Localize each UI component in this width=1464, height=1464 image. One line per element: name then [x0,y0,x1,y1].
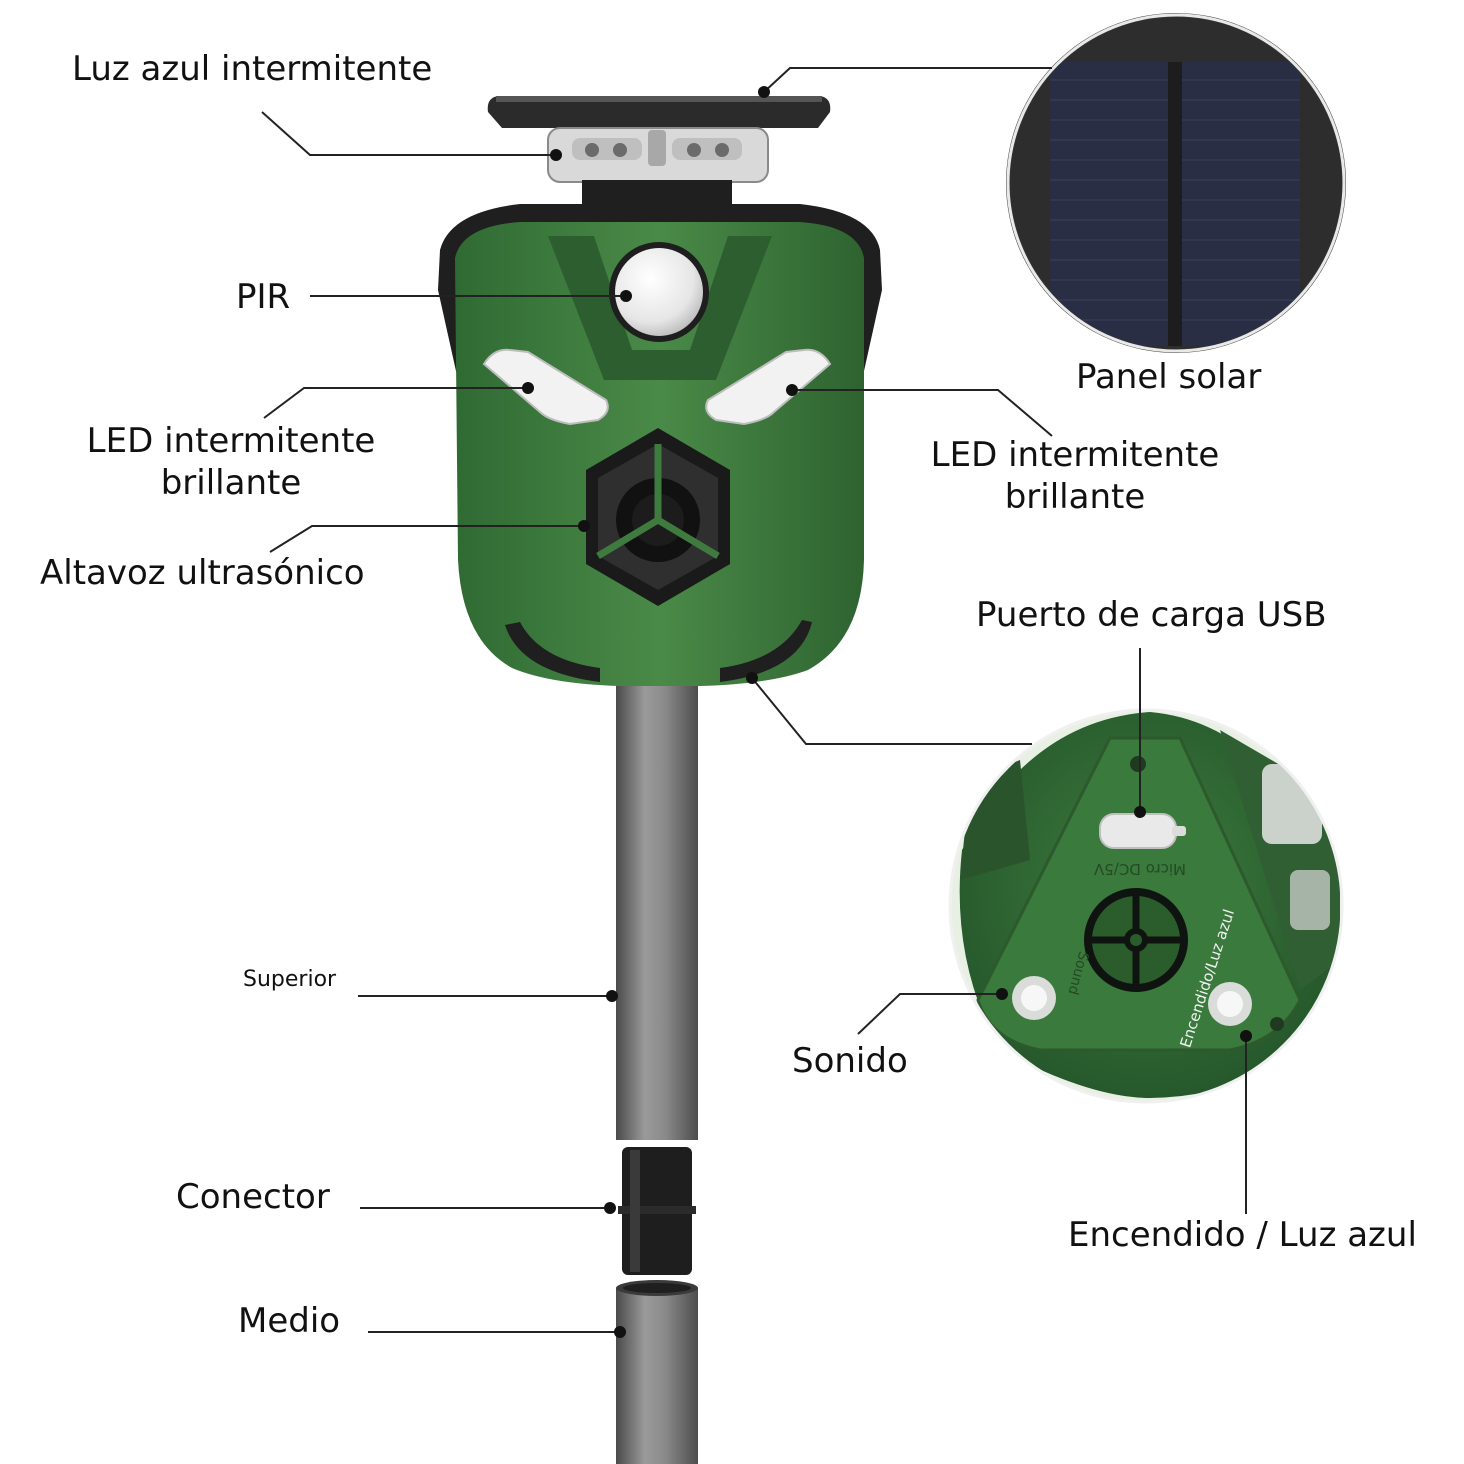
main-body [438,204,882,686]
label-led-right-line1: LED intermitente [930,435,1220,475]
label-power: Encendido / Luz azul [1068,1215,1417,1255]
solar-panel-closeup [1006,13,1346,353]
leader-led-left [263,387,528,419]
leader-sound [857,993,1002,1035]
leader-speaker [269,525,584,553]
label-blue-light: Luz azul intermitente [72,49,433,89]
leader-blue-light [261,111,556,156]
leader-bottom-view [751,677,1032,745]
pole-middle [616,1280,698,1464]
label-upper: Superior [243,967,337,992]
leader-solar-panel [763,67,1052,93]
leader-led-right [792,389,1053,437]
label-usb-port: Puerto de carga USB [976,595,1327,635]
leader-lines [261,67,1247,1333]
pole-connector [618,1147,696,1275]
label-led-left: LED intermitente brillante [76,420,386,504]
label-led-left-line2: brillante [160,463,302,503]
label-speaker: Altavoz ultrasónico [40,553,365,593]
solar-housing [487,96,831,204]
label-solar-panel: Panel solar [1076,357,1262,397]
bottom-view-closeup [948,708,1344,1104]
label-sound: Sonido [792,1041,908,1081]
leader-dots [522,86,1252,1338]
label-middle: Medio [238,1301,341,1341]
label-led-right-line2: brillante [1004,477,1146,517]
label-led-left-line1: LED intermitente [86,421,376,461]
label-led-right: LED intermitente brillante [920,434,1230,518]
pole-upper [616,675,698,1140]
label-pir: PIR [236,277,291,317]
port-print-text: Micro DC/5V [1093,860,1186,878]
label-connector: Conector [176,1177,330,1217]
